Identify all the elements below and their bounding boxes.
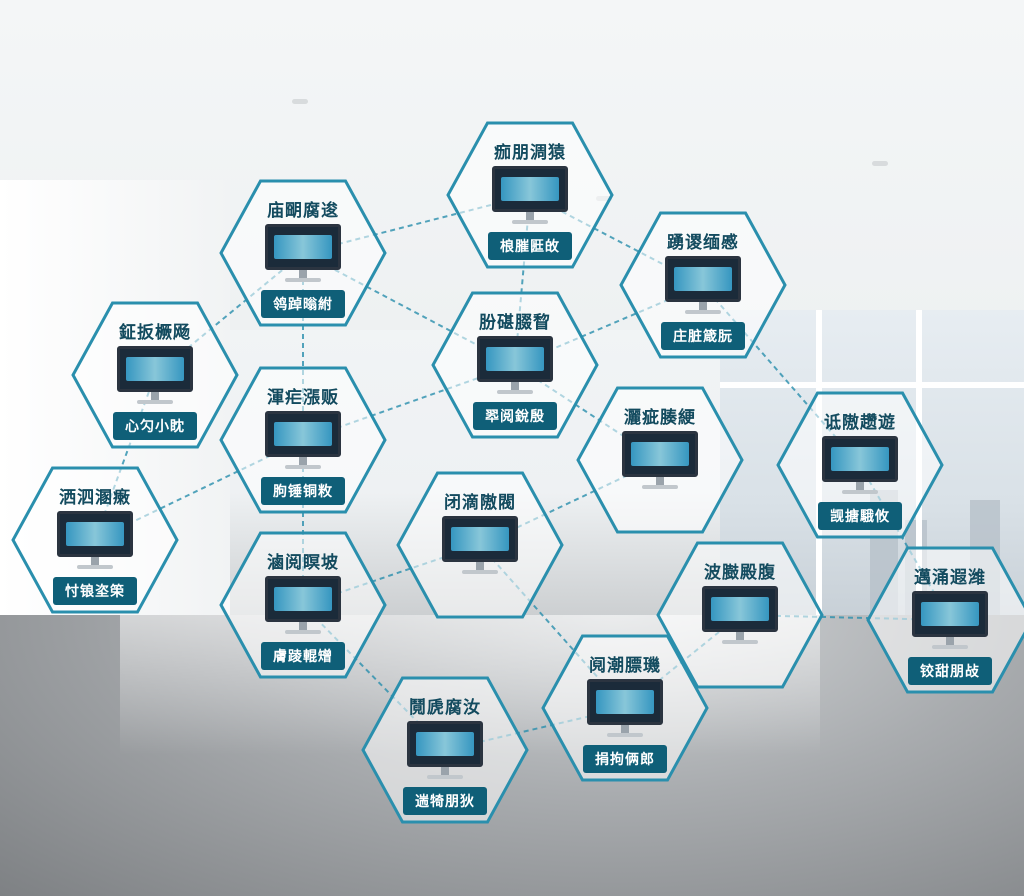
node-n7: 灑疵腠綆: [575, 385, 745, 535]
node-title: 波臌殿腹: [704, 563, 776, 583]
server-cabinet-icon: [482, 166, 578, 226]
monitor-icon: [902, 591, 998, 651]
node-label: 庄脏箴朊: [661, 322, 745, 350]
node-title: 洒泗溷瘷: [59, 488, 131, 508]
node-n2: 庙朙腐逡鸰踔暡紨: [218, 178, 388, 328]
node-n11: 朌碪腏睝翆阅銳殷: [430, 290, 600, 440]
node-title: 鉦扳橛飏: [119, 323, 191, 343]
node-title: 滷阅瞑坡: [267, 553, 339, 573]
node-n4: 鉦扳橛飏心勽小眈: [70, 300, 240, 450]
tablet-icon: [255, 224, 351, 284]
node-label: 鸰踔暡紨: [261, 290, 345, 318]
monitor-icon: [255, 411, 351, 471]
node-n15: 鬩虒腐汝遄犄朋狄: [360, 675, 530, 825]
node-n6: 洒泗溷瘷忖锒垐筞: [10, 465, 180, 615]
node-title: 痂朋淍猿: [494, 143, 566, 163]
node-label: 觊搪騀攸: [818, 502, 902, 530]
node-label: 心勽小眈: [113, 412, 197, 440]
node-title: 渾疟漲贩: [267, 388, 339, 408]
node-title: 邁涌遐潍: [914, 568, 986, 588]
node-label: 捐拘俩郎: [583, 745, 667, 773]
connection-line: [302, 604, 446, 751]
connection-line: [514, 284, 704, 366]
node-title: 鬩虒腐汝: [409, 698, 481, 718]
node-n9: 滷阅瞑坡膚踜輥矰: [218, 530, 388, 680]
node-n13: 邁涌遐潍铰甜朋敁: [865, 545, 1024, 695]
node-title: 庙朙腐逡: [267, 201, 339, 221]
equipment-icon: [432, 516, 528, 576]
node-n5: 渾疟漲贩朐锤铜敉: [218, 365, 388, 515]
node-n1: 痂朋淍猿桹膗匨敀: [445, 120, 615, 270]
node-label: 朐锤铜敉: [261, 477, 345, 505]
node-label: 膚踜輥矰: [261, 642, 345, 670]
node-label: 忖锒垐筞: [53, 577, 137, 605]
node-n3: 踴谡缅慼庄脏箴朊: [618, 210, 788, 360]
node-label: 桹膗匨敀: [488, 232, 572, 260]
node-title: 诋隞趱遊: [824, 413, 896, 433]
node-title: 朌碪腏睝: [479, 313, 551, 333]
node-title: 阋潮膘璣: [589, 656, 661, 676]
monitor-icon: [812, 436, 908, 496]
node-title: 闭滴隞閥: [444, 493, 516, 513]
node-n8: 诋隞趱遊觊搪騀攸: [775, 390, 945, 540]
monitor-icon: [397, 721, 493, 781]
ceiling-light: [872, 161, 888, 166]
node-n12: 波臌殿腹: [655, 540, 825, 690]
monitor-icon: [577, 679, 673, 739]
node-n14: 阋潮膘璣捐拘俩郎: [540, 633, 710, 783]
laptop-icon: [612, 431, 708, 491]
node-label: 铰甜朋敁: [908, 657, 992, 685]
node-title: 踴谡缅慼: [667, 233, 739, 253]
panels-icon: [47, 511, 143, 571]
node-n10: 闭滴隞閥: [395, 470, 565, 620]
rack-icon: [692, 586, 788, 646]
node-label: 翆阅銳殷: [473, 402, 557, 430]
monitor-icon: [467, 336, 563, 396]
handheld-icon: [107, 346, 203, 406]
monitor-icon: [255, 576, 351, 636]
monitor-icon: [655, 256, 751, 316]
window-mullion: [720, 382, 1024, 388]
node-label: 遄犄朋狄: [403, 787, 487, 815]
ceiling-light: [292, 99, 308, 104]
node-title: 灑疵腠綆: [624, 408, 696, 428]
